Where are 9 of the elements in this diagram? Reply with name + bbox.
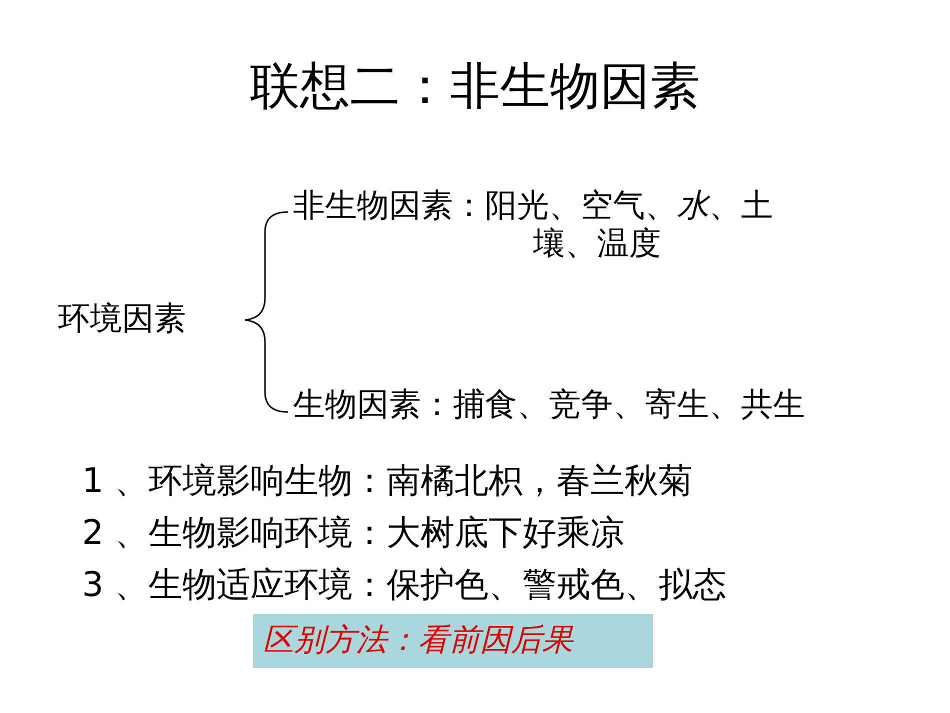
highlight-box [253, 614, 653, 668]
list-item: 1 、环境影响生物：南橘北枳，春兰秋菊 [82, 460, 694, 502]
list-item: 非生物因素：阳光、空气、水、土壤、温度 [293, 186, 774, 263]
list-item: 2 、生物影响环境：大树底下好乘凉 [82, 512, 626, 554]
method-text: 区别方法：看前因后果 [263, 621, 575, 660]
category-label: 环境因素 [58, 298, 187, 338]
list-item: 生物因素：捕食、竞争、寄生、共生 [293, 384, 806, 424]
slide-title: 联想二：非生物因素 [249, 56, 701, 117]
list-item: 3 、生物适应环境：保护色、警戒色、拟态 [82, 564, 728, 606]
